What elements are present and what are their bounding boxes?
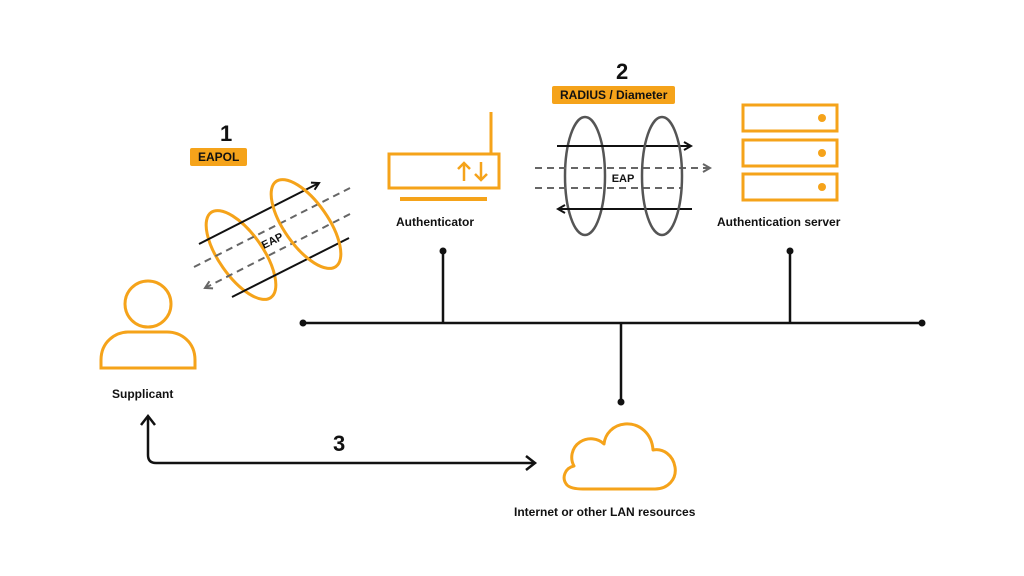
step-two-number: 2 bbox=[616, 59, 629, 84]
radius-diameter-badge: RADIUS / Diameter bbox=[552, 86, 676, 104]
auth-server-label: Authentication server bbox=[717, 215, 841, 229]
router-icon bbox=[387, 112, 501, 201]
network-bus bbox=[299, 247, 926, 406]
eapol-badge: EAPOL bbox=[190, 148, 248, 166]
internet-label: Internet or other LAN resources bbox=[514, 505, 696, 519]
step-one-number: 1 bbox=[220, 121, 233, 146]
eapol-tunnel: EAP bbox=[193, 178, 351, 301]
step-three-arrow bbox=[140, 413, 538, 471]
server-icon bbox=[741, 103, 839, 202]
step-three-number: 3 bbox=[333, 431, 346, 456]
radius-tunnel-label: EAP bbox=[612, 173, 635, 185]
person-icon bbox=[99, 279, 197, 370]
supplicant-label: Supplicant bbox=[112, 387, 174, 401]
cloud-icon bbox=[562, 422, 677, 491]
authenticator-label: Authenticator bbox=[396, 215, 474, 229]
radius-tunnel: EAP bbox=[535, 115, 710, 237]
